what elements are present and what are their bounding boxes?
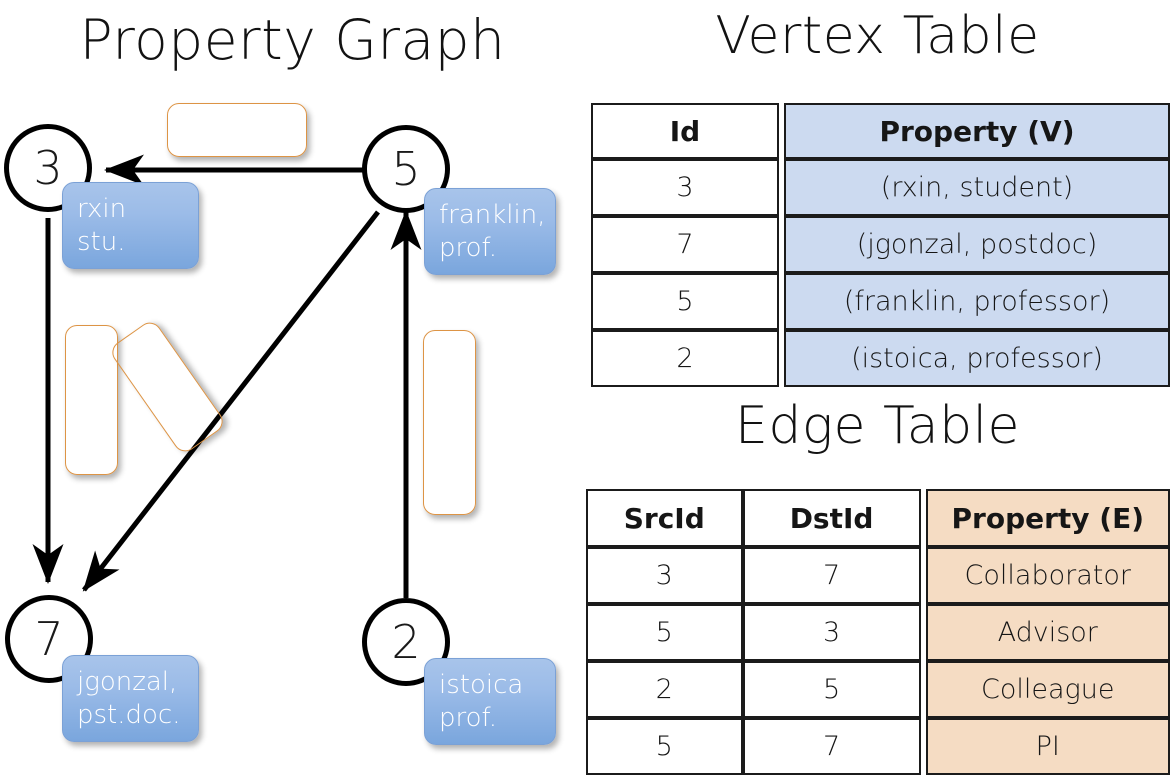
property-graph-diagram: 3 5 7 2 rxin stu. franklin, prof. jgonza… [0,90,585,760]
edge-table-header-dstid: DstId [742,489,921,547]
edge-row-2-property: Colleague [925,661,1170,718]
edge-row-3-property: PI [925,718,1170,775]
graph-node-3[interactable]: 3 [4,124,92,212]
page-title-property-graph: Property Graph [79,8,506,72]
page-title-edge-table: Edge Table [734,396,1021,456]
vertex-row-3-property: (istoica, professor) [784,330,1170,387]
table-row[interactable]: 5 7 PI [586,718,1170,775]
edge-label-colleague-text: Colleague [434,358,465,487]
edge-5-to-7 [82,210,380,592]
vertex-box-jgonzal-line1: jgonzal, [77,667,178,697]
vertex-table: Id Property (V) 3 (rxin, student) 7 (jgo… [591,103,1170,387]
edge-row-2-src: 2 [586,661,743,718]
vertex-table-header-property: Property (V) [784,103,1170,159]
vertex-row-3-id: 2 [591,330,779,387]
edge-label-colleague[interactable]: Colleague [423,330,476,515]
edge-label-pi-text: PI [148,368,187,406]
vertex-box-franklin[interactable]: franklin, prof. [424,188,556,275]
edge-label-advisor[interactable]: Advisor [167,103,307,157]
table-row[interactable]: 2 5 Colleague [586,661,1170,718]
edge-label-collab-text: Collab. [76,355,107,445]
graph-node-3-label: 3 [33,141,63,195]
edge-table-header-srcid: SrcId [586,489,743,547]
vertex-box-istoica-line1: istoica [439,670,524,700]
table-row[interactable]: 5 (franklin, professor) [591,273,1170,330]
vertex-row-0-property: (rxin, student) [784,159,1170,216]
edge-row-2-dst: 5 [742,661,921,718]
table-row[interactable]: 3 (rxin, student) [591,159,1170,216]
table-header-row: Id Property (V) [591,103,1170,159]
edge-row-0-dst: 7 [742,547,921,604]
vertex-box-rxin-line1: rxin [77,194,127,224]
edge-row-3-src: 5 [586,718,743,775]
vertex-box-jgonzal[interactable]: jgonzal, pst.doc. [62,655,199,742]
page-title-vertex-table: Vertex Table [715,6,1040,66]
vertex-box-jgonzal-line2: pst.doc. [77,700,181,731]
graph-node-2-label: 2 [391,615,421,669]
edge-row-3-dst: 7 [742,718,921,775]
vertex-box-istoica[interactable]: istoica prof. [424,658,556,745]
vertex-row-2-id: 5 [591,273,779,330]
graph-node-5[interactable]: 5 [362,125,450,213]
edge-table: SrcId DstId Property (E) 3 7 Collaborato… [586,489,1170,775]
graph-edges [32,154,422,598]
vertex-row-0-id: 3 [591,159,779,216]
edge-label-collab[interactable]: Collab. [65,325,118,475]
table-row[interactable]: 7 (jgonzal, postdoc) [591,216,1170,273]
graph-node-7-label: 7 [34,612,64,666]
vertex-table-header-id: Id [591,103,779,159]
edge-row-0-property: Collaborator [925,547,1170,604]
edge-row-1-src: 5 [586,604,743,661]
edge-label-advisor-text: Advisor [188,115,286,145]
vertex-box-franklin-line2: prof. [439,233,498,264]
graph-node-5-label: 5 [391,142,421,196]
vertex-row-2-property: (franklin, professor) [784,273,1170,330]
table-row[interactable]: 2 (istoica, professor) [591,330,1170,387]
vertex-row-1-property: (jgonzal, postdoc) [784,216,1170,273]
vertex-box-franklin-line1: franklin, [439,200,546,230]
vertex-box-rxin-line2: stu. [77,227,126,258]
vertex-box-rxin[interactable]: rxin stu. [62,182,199,269]
edge-table-header-property: Property (E) [925,489,1170,547]
table-row[interactable]: 3 7 Collaborator [586,547,1170,604]
table-row[interactable]: 5 3 Advisor [586,604,1170,661]
vertex-row-1-id: 7 [591,216,779,273]
vertex-box-istoica-line2: prof. [439,703,498,734]
edge-row-0-src: 3 [586,547,743,604]
edge-row-1-dst: 3 [742,604,921,661]
edge-row-1-property: Advisor [925,604,1170,661]
table-header-row: SrcId DstId Property (E) [586,489,1170,547]
